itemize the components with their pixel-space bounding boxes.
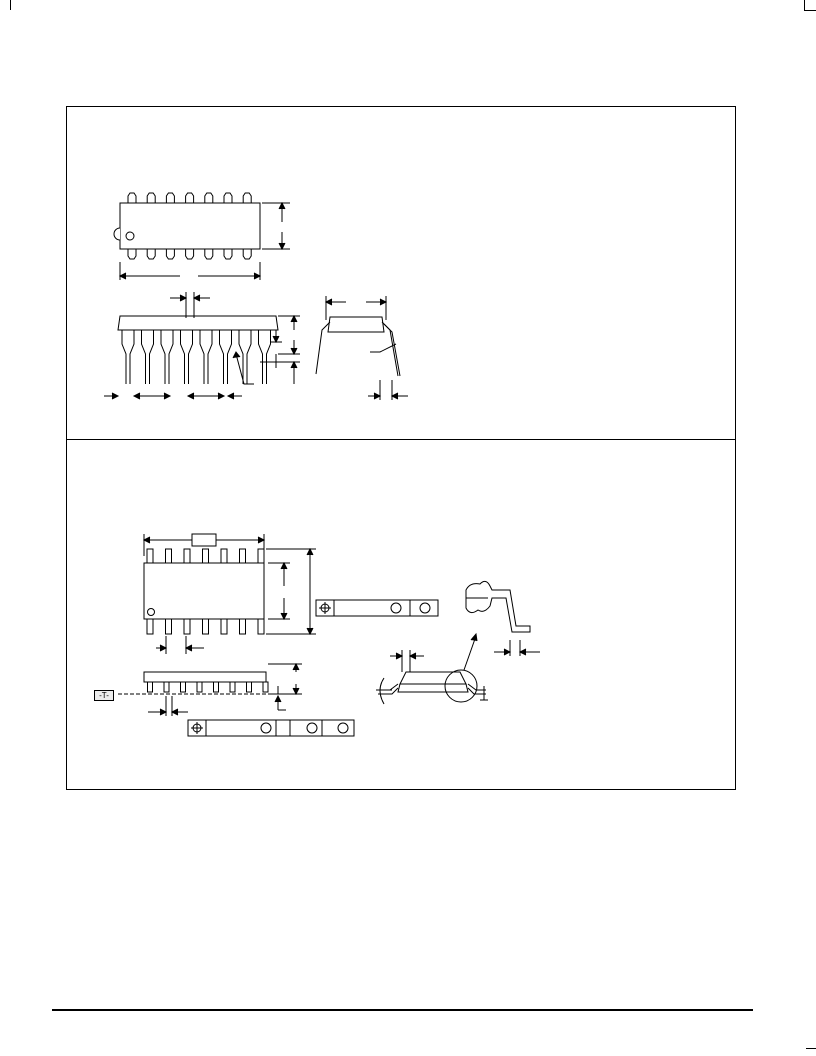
soic-pin-top xyxy=(239,548,246,564)
section-divider xyxy=(66,439,736,440)
dip-side-lead xyxy=(141,330,154,384)
dip-pin-top xyxy=(127,192,137,203)
dip-end-view xyxy=(315,296,408,400)
soic-pin-bottom xyxy=(239,618,246,635)
package-outline-frame xyxy=(66,106,736,790)
soic-pin-bottom xyxy=(183,618,191,635)
soic-pin-bottom xyxy=(165,618,172,635)
datum-t-label: -T- xyxy=(94,690,114,701)
soic-side-lead xyxy=(163,681,170,693)
dip-pin-bottom xyxy=(204,249,214,260)
dip-pin-top xyxy=(242,192,252,203)
soic-side-lead xyxy=(229,681,236,693)
soic-pin-top xyxy=(257,548,265,564)
soic-side-lead xyxy=(196,681,203,693)
dip-top-view xyxy=(113,192,290,280)
dip-pin-bottom xyxy=(223,249,233,260)
dip-pin-top xyxy=(223,192,233,203)
soic-pin-top xyxy=(202,548,209,564)
soic-pin-top xyxy=(183,548,191,564)
soic-side-lead xyxy=(262,681,269,693)
soic-side-lead xyxy=(147,681,153,693)
tolerance-frame-1 xyxy=(315,599,439,617)
dip-pin-bottom xyxy=(165,249,175,260)
soic-lead-detail xyxy=(465,580,540,656)
dip-pin-top xyxy=(165,192,175,203)
dip-side-lead xyxy=(199,330,213,384)
tolerance-frame-2 xyxy=(187,719,355,737)
footer-rule xyxy=(52,1009,753,1011)
soic-pin-top xyxy=(146,548,154,564)
soic-side-lead xyxy=(180,681,186,693)
crop-mark-top-left xyxy=(0,0,11,10)
soic-pin-top xyxy=(220,548,228,564)
soic-side-view xyxy=(118,662,302,716)
dip-side-lead xyxy=(258,330,271,384)
dip-pin-top xyxy=(185,192,195,203)
soic-pin-bottom xyxy=(146,618,154,635)
dip-pin-top xyxy=(146,192,156,203)
dip-pin-bottom xyxy=(185,249,195,260)
dip-side-lead xyxy=(238,330,252,384)
dip-pin-bottom xyxy=(127,249,137,260)
crop-mark-top-right xyxy=(804,0,816,11)
soic-side-lead xyxy=(213,681,219,693)
soic-top-view xyxy=(142,533,316,654)
soic-side-lead xyxy=(246,681,252,693)
soic-pin-bottom xyxy=(257,618,265,635)
dip-side-lead xyxy=(160,330,174,384)
soic-pin-top xyxy=(165,548,172,564)
dip-pin-top xyxy=(204,192,214,203)
dip-side-lead xyxy=(121,330,135,384)
soic-pin-bottom xyxy=(202,618,209,635)
dip-side-view xyxy=(104,292,300,400)
soic-end-view xyxy=(376,632,488,705)
dip-pin-bottom xyxy=(242,249,252,260)
dip-side-lead xyxy=(219,330,232,384)
dip-pin-bottom xyxy=(146,249,156,260)
soic-pin-bottom xyxy=(220,618,228,635)
crop-mark-bottom-right xyxy=(806,1048,816,1049)
dip-side-lead xyxy=(180,330,193,384)
